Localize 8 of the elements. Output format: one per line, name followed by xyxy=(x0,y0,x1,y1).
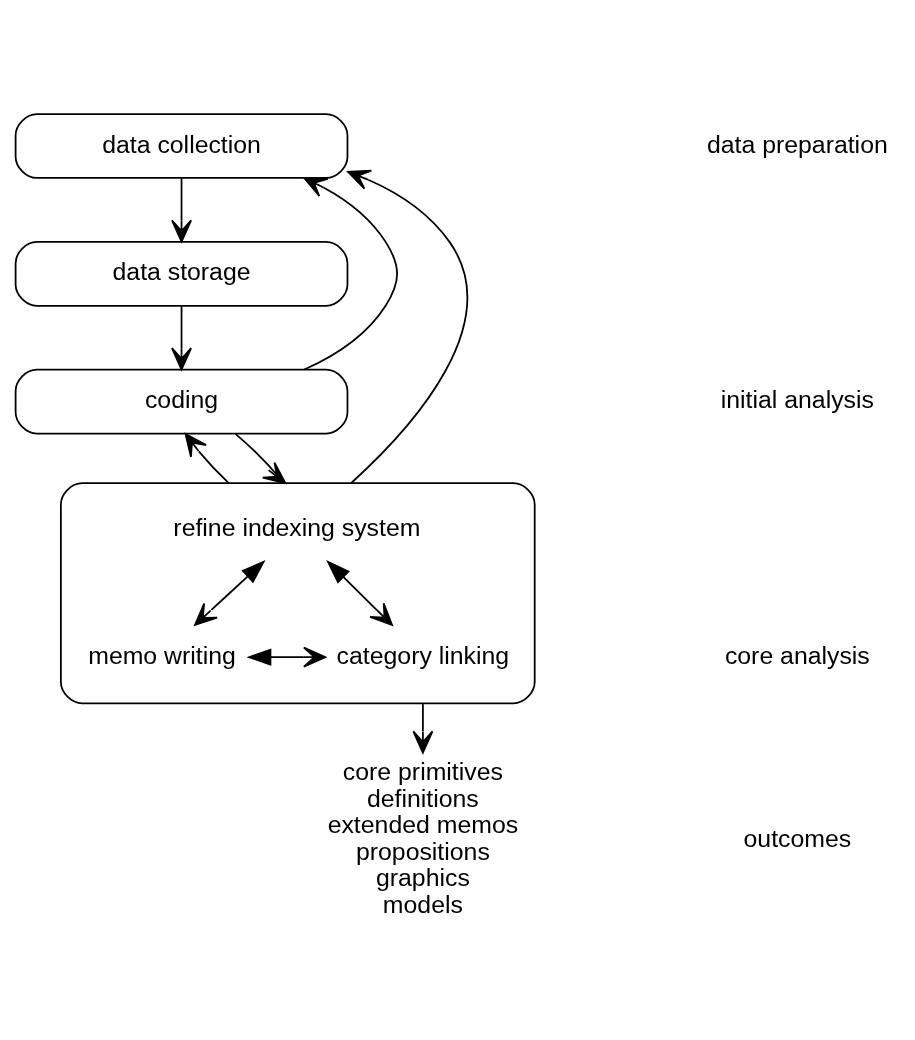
label: core analysis xyxy=(724,641,870,669)
label: data preparation xyxy=(706,130,888,158)
node-text: refine indexing system xyxy=(173,513,421,541)
node-text: category linking xyxy=(336,641,510,669)
label: initial analysis xyxy=(720,385,874,413)
label: outcomes xyxy=(743,824,852,852)
node-text: memo writing xyxy=(88,641,236,669)
node-text: core primitives definitions extended memos propositions graphics models xyxy=(327,757,519,918)
